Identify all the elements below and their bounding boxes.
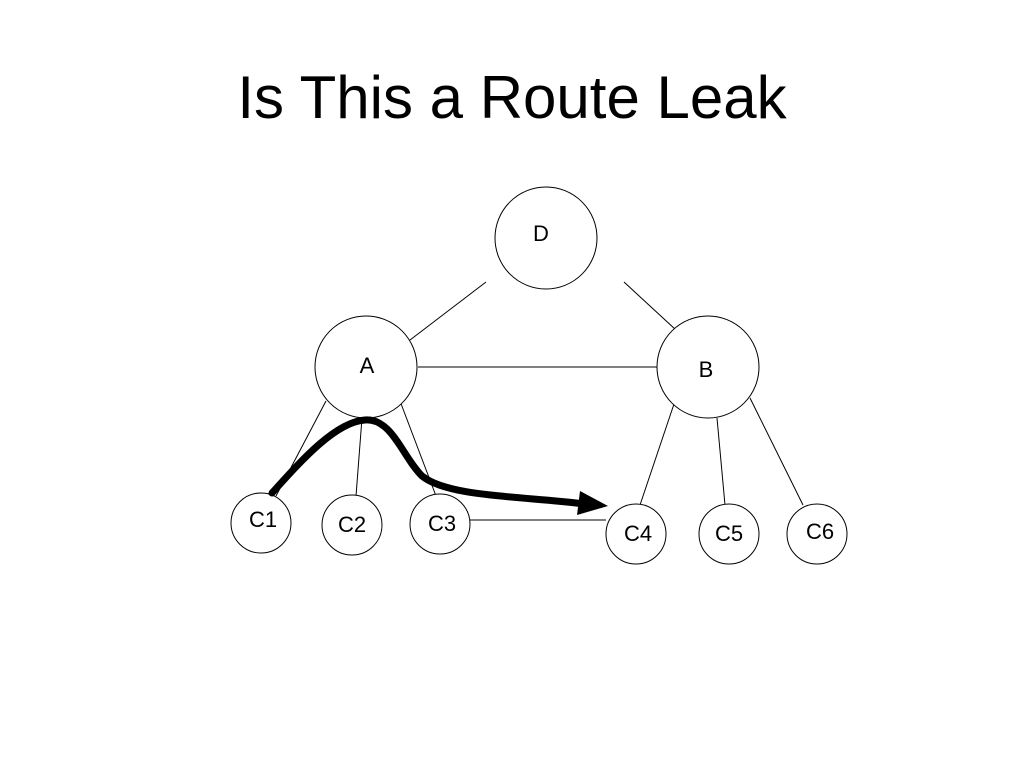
link-a-c2 — [355, 417, 363, 497]
leak-arrowhead-icon — [577, 491, 608, 515]
node-c1: C1 — [230, 492, 292, 554]
node-a-label: A — [360, 353, 375, 378]
link-b-c6 — [749, 397, 804, 506]
node-c3-label: C3 — [428, 511, 456, 536]
link-d-b — [623, 281, 677, 331]
node-c5-label: C5 — [715, 521, 743, 546]
node-c6-label: C6 — [806, 519, 834, 544]
node-b: B — [656, 315, 760, 419]
node-c1-label: C1 — [249, 507, 277, 532]
leak-path-arrow — [268, 416, 608, 515]
node-c4: C4 — [605, 503, 667, 565]
node-d: D — [494, 186, 598, 290]
node-c3: C3 — [409, 493, 471, 555]
node-c5: C5 — [698, 503, 760, 565]
node-b-label: B — [699, 357, 714, 382]
link-b-c5 — [716, 417, 726, 506]
node-d-label: D — [533, 221, 549, 246]
leak-path-curve — [268, 416, 589, 508]
slide-title: Is This a Route Leak — [237, 64, 787, 131]
node-c2-label: C2 — [338, 512, 366, 537]
node-a: A — [314, 315, 418, 419]
node-c4-label: C4 — [624, 521, 652, 546]
links — [275, 281, 804, 521]
node-c2: C2 — [321, 494, 383, 556]
node-c6: C6 — [786, 503, 848, 565]
link-d-a — [409, 281, 487, 341]
link-b-c4 — [639, 400, 676, 506]
